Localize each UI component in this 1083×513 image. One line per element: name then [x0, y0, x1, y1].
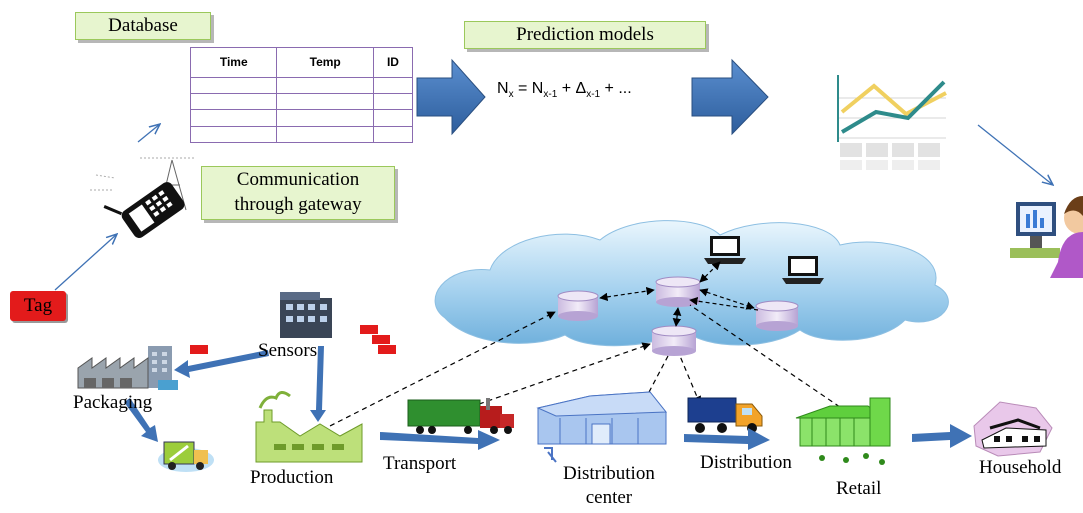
database-cylinder-icon	[655, 276, 701, 307]
trend-chart-icon	[837, 75, 947, 170]
laptop-icon	[782, 256, 824, 284]
warehouse-icon	[536, 391, 668, 463]
database-title-box: Database	[75, 12, 211, 40]
building-icon	[280, 292, 332, 338]
household-label: Household	[979, 457, 1062, 478]
gateway-phone-icon	[90, 157, 196, 238]
flow-arrows	[124, 346, 972, 450]
sensor-data-links	[321, 304, 863, 433]
laptop-icon	[704, 236, 746, 264]
table-row	[189, 76, 414, 94]
database-title: Database	[108, 15, 178, 36]
column-header: ID	[372, 47, 414, 78]
packaging-label: Packaging	[73, 392, 153, 413]
communication-box: Communication through gateway	[201, 166, 395, 220]
cloud-connections	[599, 261, 759, 327]
distribution-truck-icon	[687, 397, 763, 433]
big-arrow-icon	[691, 58, 769, 136]
database-cylinder-icon	[755, 300, 799, 331]
database-table: Time Temp ID	[189, 47, 414, 144]
table-row	[189, 125, 414, 144]
column-header: Temp	[276, 47, 374, 78]
retail-label: Retail	[836, 478, 882, 499]
packaging-factory-icon	[77, 346, 178, 390]
communication-line1: Communication	[236, 169, 360, 190]
prediction-title-box: Prediction models	[464, 21, 706, 49]
table-header-row: Time Temp ID	[189, 47, 414, 78]
tag-badge: Tag	[10, 291, 66, 321]
database-cylinder-icon	[651, 325, 697, 356]
user-computer-icon	[1010, 196, 1083, 278]
production-label: Production	[250, 467, 334, 488]
household-icon	[973, 401, 1053, 457]
column-header: Time	[189, 47, 278, 78]
database-cylinder-icon	[557, 290, 599, 321]
sensors-label: Sensors	[258, 340, 318, 361]
transport-truck-icon	[407, 398, 514, 434]
transport-label: Transport	[383, 453, 457, 474]
big-arrow-icon	[416, 58, 486, 136]
table-row	[189, 92, 414, 111]
production-factory-icon	[255, 391, 363, 463]
distribution-label: Distribution	[700, 452, 792, 473]
delivery-truck-icon	[158, 441, 214, 472]
retail-store-icon	[795, 397, 891, 465]
prediction-formula: Nx = Nx-1 + Δx-1 + ...	[497, 80, 632, 101]
prediction-title: Prediction models	[516, 24, 654, 45]
communication-line2: through gateway	[234, 194, 362, 215]
table-row	[189, 109, 414, 127]
distribution-center-label: Distribution center	[563, 463, 655, 508]
